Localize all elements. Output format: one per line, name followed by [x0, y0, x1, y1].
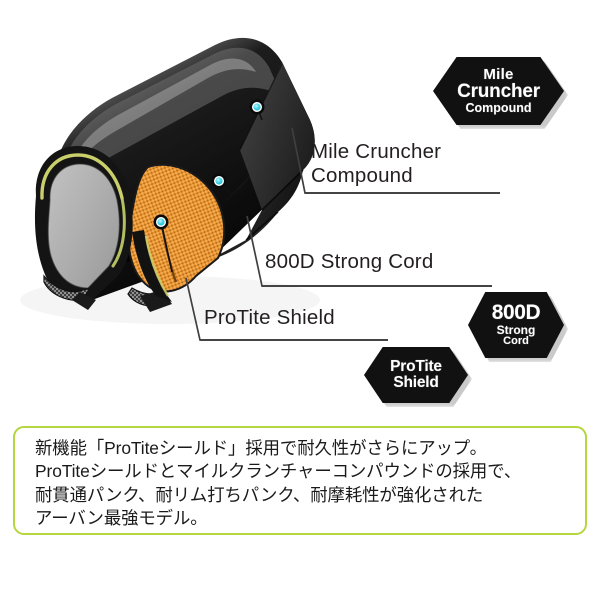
callout-label-protite-shield-line1: ProTite Shield: [204, 306, 335, 329]
tire-end-facet-top: [240, 62, 315, 210]
bead-stem-left: [72, 292, 96, 310]
callout-label-protite-shield: ProTite Shield: [204, 306, 335, 330]
protite-shield-line-lower: [111, 196, 126, 268]
callout-label-strong-cord-line1: 800D Strong Cord: [265, 250, 434, 273]
description-box: 新機能「ProTiteシールド」採用で耐久性がさらにアップ。 ProTiteシー…: [13, 426, 587, 535]
marker-dot-mile-cruncher-side: [211, 173, 227, 189]
badge-strong-cord: 800D Strong Cord: [468, 292, 564, 358]
callout-label-mile-cruncher-line2: Compound: [311, 164, 413, 188]
leader-line-protite-shield: [160, 221, 173, 273]
badge-strong-cord-line2: Strong: [496, 322, 536, 337]
protite-shield-line: [40, 153, 124, 200]
inner-liner-face: [48, 164, 120, 288]
casing-to-bead-wall: [132, 230, 172, 302]
badge-mile-cruncher-line2: Cruncher: [457, 81, 540, 103]
inner-liner-face-outline: [47, 163, 120, 289]
badge-mile-cruncher-line1: Mile: [483, 65, 514, 83]
badge-mile-cruncher: Mile Cruncher Compound: [433, 57, 564, 125]
badge-protite-shield-line1: ProTite: [390, 357, 442, 375]
callout-label-strong-cord: 800D Strong Cord: [265, 250, 433, 274]
description-line-4: アーバン最強モデル。: [35, 508, 208, 529]
tire-end-facet-mid: [246, 170, 303, 240]
badge-strong-cord-line1: 800D: [491, 301, 541, 325]
badge-protite-shield-line2: Shield: [393, 374, 439, 391]
casing-to-bead-protite: [144, 235, 170, 297]
badge-protite-shield: ProTite Shield: [364, 347, 468, 403]
tire-end-seam-1: [261, 169, 304, 211]
callout-label-mile-cruncher-line1: Mile Cruncher: [311, 140, 442, 163]
badge-strong-cord-line3: Cord: [503, 335, 529, 348]
description-text: 新機能「ProTiteシールド」採用で耐久性がさらにアップ。 ProTiteシー…: [35, 437, 521, 531]
description-line-2: ProTiteシールドとマイルクランチャーコンパウンドの採用で、: [35, 461, 522, 482]
tire-tread-highlight: [63, 47, 283, 193]
marker-dot-strong-cord: [153, 214, 169, 230]
callout-label-mile-cruncher: Mile Cruncher Compound: [311, 140, 441, 188]
marker-dot-mile-cruncher-top: [249, 99, 265, 115]
description-line-3: 耐貫通パンク、耐リム打ちパンク、耐摩耗性が強化された: [35, 484, 484, 505]
description-line-1: 新機能「ProTiteシールド」採用で耐久性がさらにアップ。: [35, 438, 487, 458]
badge-mile-cruncher-line3: Compound: [465, 101, 532, 116]
